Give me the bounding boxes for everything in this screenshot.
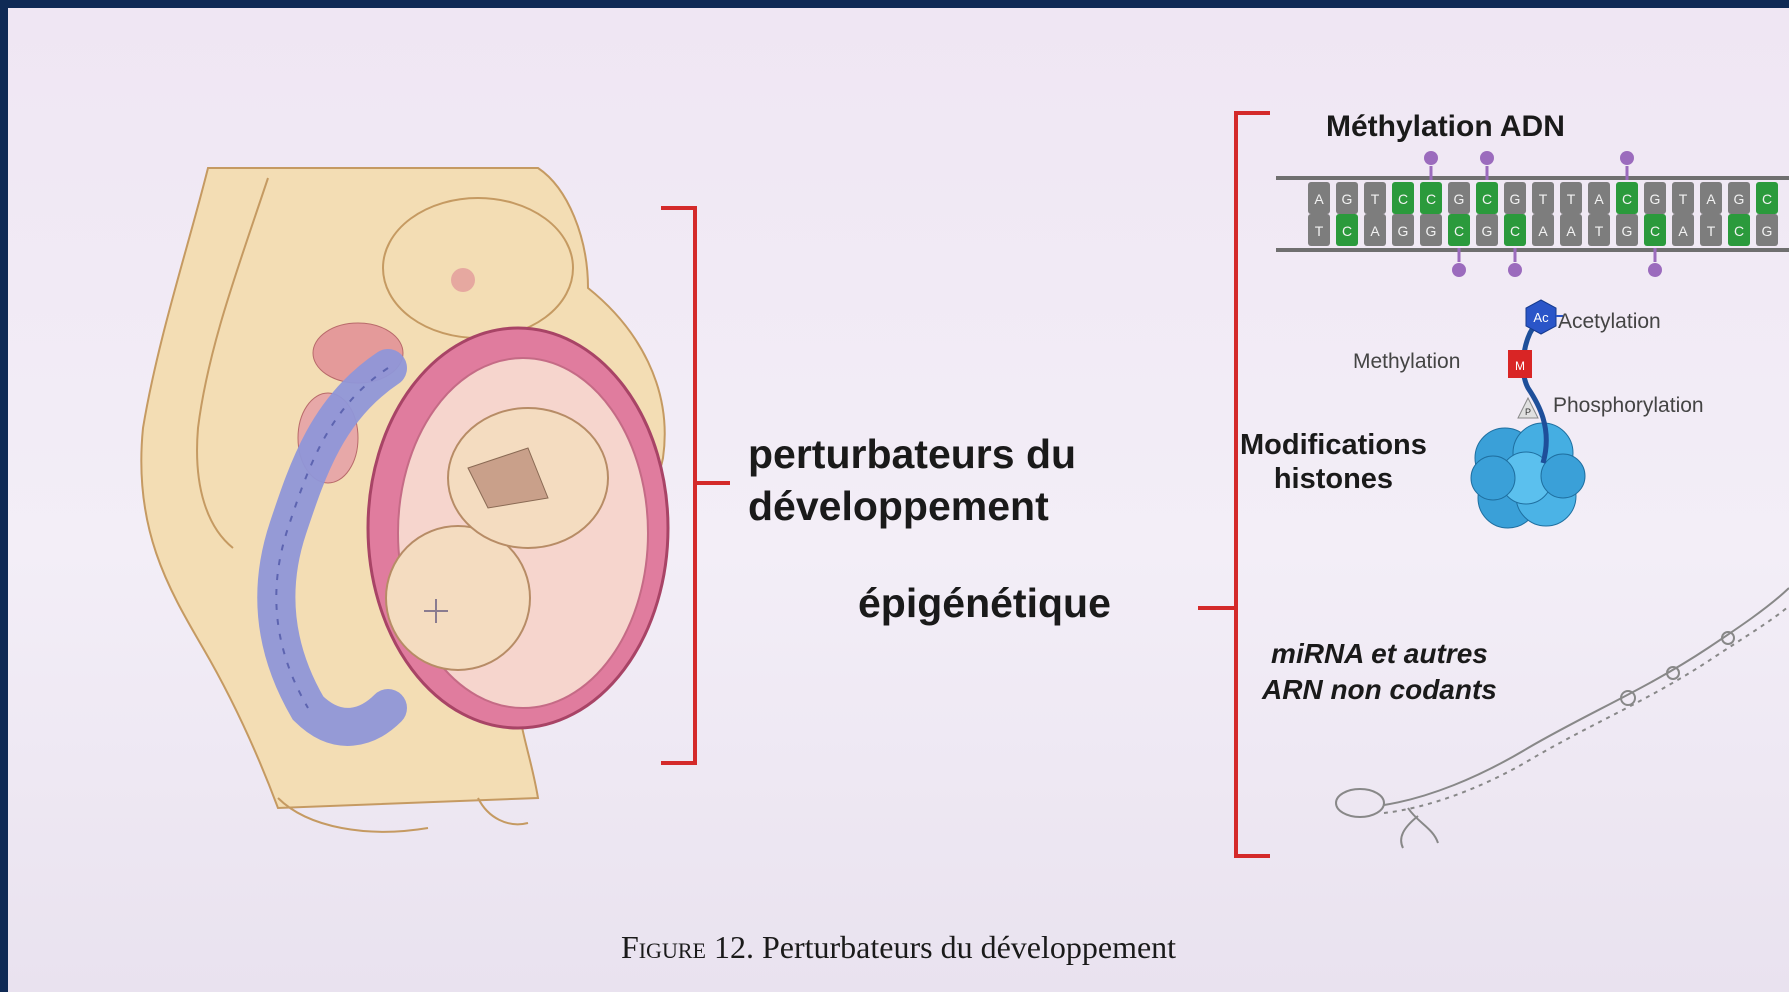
dna-base-letter: G [1454, 191, 1465, 207]
dna-base-letter: C [1482, 191, 1492, 207]
dna-base-letter: A [1706, 191, 1716, 207]
dna-base-letter: A [1594, 191, 1604, 207]
dna-base-letter: G [1426, 223, 1437, 239]
nipple [451, 268, 475, 292]
dna-base-letter: C [1398, 191, 1408, 207]
dna-base-letter: T [1595, 223, 1604, 239]
figure-caption-text: 12. Perturbateurs du développement [706, 929, 1176, 965]
methyl-group-icon [1424, 151, 1438, 165]
acetyl-badge-text: Ac [1533, 310, 1549, 325]
dna-base-letter: T [1679, 191, 1688, 207]
dna-base-letter: A [1538, 223, 1548, 239]
phosphorylation-label: Phosphorylation [1553, 394, 1704, 418]
methyl-group-icon [1480, 151, 1494, 165]
dna-methylation-title: Méthylation ADN [1326, 110, 1565, 144]
developmental-disruptors-line2: développement [748, 480, 1076, 532]
rna-hairpin-diagram [1336, 588, 1789, 848]
dna-base-letter: G [1482, 223, 1493, 239]
figure-caption-prefix: Figure [621, 929, 706, 965]
dna-base-letter: C [1762, 191, 1772, 207]
epigenetics-label: épigénétique [858, 580, 1111, 627]
pregnancy-illustration [141, 168, 668, 832]
dna-base-letter: A [1370, 223, 1380, 239]
dna-base-letter: C [1622, 191, 1632, 207]
dna-base-letter: C [1454, 223, 1464, 239]
methyl-group-icon [1648, 263, 1662, 277]
acetylation-label: Acetylation [1558, 310, 1661, 334]
dna-base-letter: T [1315, 223, 1324, 239]
dna-base-letter: G [1762, 223, 1773, 239]
noncoding-rna-label: miRNA et autres ARN non codants [1262, 636, 1497, 708]
dna-base-letter: G [1342, 191, 1353, 207]
dna-base-letter: G [1398, 223, 1409, 239]
dna-base-letter: G [1510, 191, 1521, 207]
dna-base-letter: G [1734, 191, 1745, 207]
noncoding-rna-line2: ARN non codants [1262, 672, 1497, 708]
breast [383, 198, 573, 338]
dna-base-letter: C [1342, 223, 1352, 239]
developmental-disruptors-line1: perturbateurs du [748, 428, 1076, 480]
dna-base-letter: G [1650, 191, 1661, 207]
dna-base-letter: C [1650, 223, 1660, 239]
dna-base-letter: T [1707, 223, 1716, 239]
methyl-group-icon [1620, 151, 1634, 165]
figure-caption: Figure 12. Perturbateurs du développemen… [8, 929, 1789, 966]
histone-modifications-line2: histones [1240, 462, 1427, 496]
dna-base-letter: C [1734, 223, 1744, 239]
dna-base-letter: C [1510, 223, 1520, 239]
left-bracket [661, 208, 730, 763]
nucleosome [1471, 423, 1585, 528]
developmental-disruptors-label: perturbateurs du développement [748, 428, 1076, 532]
dna-base-letter: G [1622, 223, 1633, 239]
methyl-group-icon [1508, 263, 1522, 277]
dna-base-letter: A [1314, 191, 1324, 207]
noncoding-rna-line1: miRNA et autres [1262, 636, 1497, 672]
dna-base-letter: T [1539, 191, 1548, 207]
dna-base-letter: T [1371, 191, 1380, 207]
histone-modifications-label: Modifications histones [1240, 428, 1427, 496]
phospho-badge-text: P [1525, 407, 1531, 417]
histone-modifications-line1: Modifications [1240, 428, 1427, 462]
dna-base-letter: C [1426, 191, 1436, 207]
dna-base-letter: A [1678, 223, 1688, 239]
fetus-head [386, 526, 530, 670]
dna-base-letter: A [1566, 223, 1576, 239]
methyl-group-icon [1452, 263, 1466, 277]
methyl-badge-text: M [1515, 359, 1525, 373]
dna-base-letter: T [1567, 191, 1576, 207]
methylation-label: Methylation [1353, 350, 1460, 374]
